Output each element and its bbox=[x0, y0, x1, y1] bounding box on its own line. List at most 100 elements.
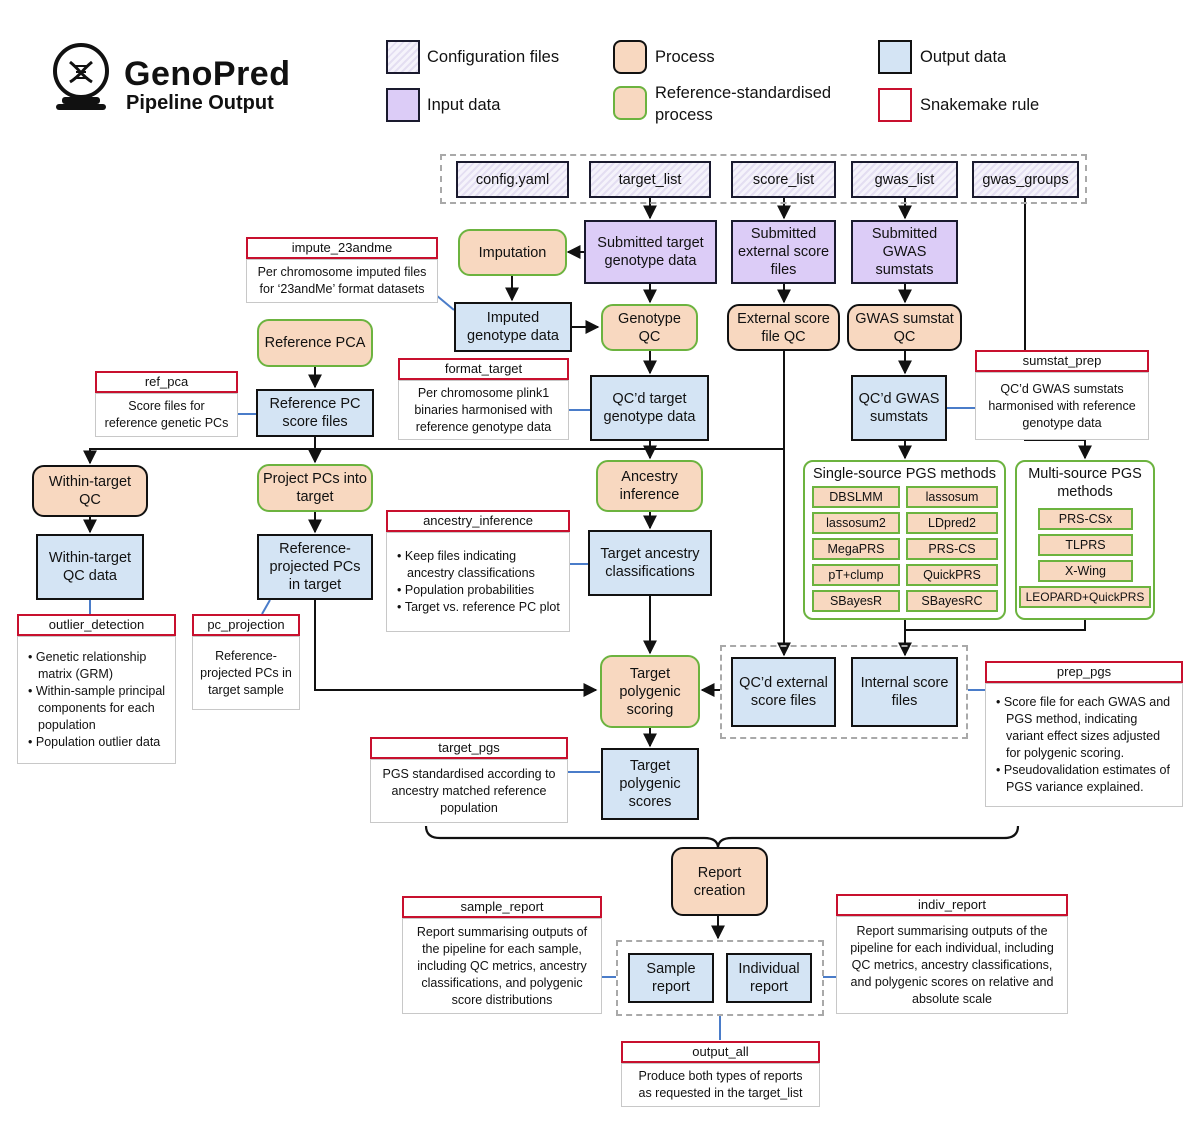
note-line: projected PCs in bbox=[200, 665, 292, 680]
note-sample-report: Report summarising outputs of the pipeli… bbox=[402, 918, 602, 1014]
within-target-qc-process[interactable]: Within-target QC bbox=[32, 465, 148, 517]
target-scoring-process[interactable]: Target polygenic scoring bbox=[600, 655, 700, 728]
gwas-groups-box[interactable]: gwas_groups bbox=[972, 161, 1079, 198]
method-lassosum[interactable]: lassosum bbox=[906, 486, 998, 508]
individual-report-box[interactable]: Individual report bbox=[726, 953, 812, 1003]
note-line: including QC metrics, ancestry bbox=[417, 958, 587, 973]
external-qc-process[interactable]: External score file QC bbox=[727, 304, 840, 351]
method-ldpred2[interactable]: LDpred2 bbox=[906, 512, 998, 534]
note-line: and polygenic scores on relative and bbox=[850, 974, 1054, 989]
rule-pc-projection[interactable]: pc_projection bbox=[192, 614, 300, 636]
score-list-box[interactable]: score_list bbox=[731, 161, 836, 198]
note-ref-pca: Score files for reference genetic PCs bbox=[95, 393, 238, 437]
bullet-item: Population probabilities bbox=[395, 582, 534, 599]
submitted-gwas-box[interactable]: Submitted GWAS sumstats bbox=[851, 220, 958, 284]
note-line: score distributions bbox=[451, 992, 553, 1007]
reference-pc-box[interactable]: Reference PC score files bbox=[256, 389, 374, 437]
note-prep-pgs: Score file for each GWAS and PGS method,… bbox=[985, 683, 1183, 807]
method-leopard-quickprs[interactable]: LEOPARD+QuickPRS bbox=[1019, 586, 1151, 608]
target-scores-box[interactable]: Target polygenic scores bbox=[601, 748, 699, 820]
note-format-target: Per chromosome plink1 binaries harmonise… bbox=[398, 380, 569, 440]
genotype-qc-process[interactable]: Genotype QC bbox=[601, 304, 698, 351]
note-line: QC metrics, ancestry classifications, bbox=[851, 957, 1053, 972]
note-line: absolute scale bbox=[912, 991, 992, 1006]
method-sbayesr[interactable]: SBayesR bbox=[812, 590, 900, 612]
submitted-external-box[interactable]: Submitted external score files bbox=[731, 220, 836, 284]
method-tlprs[interactable]: TLPRS bbox=[1038, 534, 1133, 556]
note-line: target sample bbox=[208, 682, 284, 697]
note-output-all: Produce both types of reports as request… bbox=[621, 1063, 820, 1107]
gwas-qc-process[interactable]: GWAS sumstat QC bbox=[847, 304, 962, 351]
note-line: the pipeline for each sample, bbox=[422, 941, 582, 956]
internal-score-box[interactable]: Internal score files bbox=[851, 657, 958, 727]
note-line: harmonised with reference bbox=[988, 398, 1136, 413]
note-line: Report summarising outputs of bbox=[416, 924, 588, 939]
note-line: QC’d GWAS sumstats bbox=[1000, 381, 1124, 396]
qcd-external-box[interactable]: QC’d external score files bbox=[731, 657, 836, 727]
submitted-target-box[interactable]: Submitted target genotype data bbox=[584, 220, 717, 284]
rule-ancestry-inference[interactable]: ancestry_inference bbox=[386, 510, 570, 532]
rule-indiv-report[interactable]: indiv_report bbox=[836, 894, 1068, 916]
rule-target-pgs[interactable]: target_pgs bbox=[370, 737, 568, 759]
rule-sumstat-prep[interactable]: sumstat_prep bbox=[975, 350, 1149, 372]
sample-report-box[interactable]: Sample report bbox=[628, 953, 714, 1003]
single-source-title: Single-source PGS methods bbox=[813, 466, 996, 482]
project-pcs-process[interactable]: Project PCs into target bbox=[257, 464, 373, 512]
rule-sample-report[interactable]: sample_report bbox=[402, 896, 602, 918]
note-line: PGS standardised according to bbox=[382, 766, 556, 781]
note-line: Per chromosome plink1 bbox=[417, 385, 550, 400]
legend-swatch-process bbox=[613, 40, 647, 74]
qcd-gwas-box[interactable]: QC’d GWAS sumstats bbox=[851, 375, 947, 441]
method-lassosum2[interactable]: lassosum2 bbox=[812, 512, 900, 534]
note-line: genotype data bbox=[1022, 415, 1102, 430]
legend-swatch-rule bbox=[878, 88, 912, 122]
rule-impute-23andme[interactable]: impute_23andme bbox=[246, 237, 438, 259]
ancestry-inference-process[interactable]: Ancestry inference bbox=[596, 460, 703, 512]
rule-outlier-detection[interactable]: outlier_detection bbox=[17, 614, 176, 636]
bullet-item: Within-sample principal components for e… bbox=[26, 683, 171, 734]
legend-swatch-output bbox=[878, 40, 912, 74]
target-list-box[interactable]: target_list bbox=[589, 161, 711, 198]
reference-projected-box[interactable]: Reference-projected PCs in target bbox=[257, 534, 373, 600]
legend-label-output: Output data bbox=[920, 48, 1007, 66]
method-prs-csx[interactable]: PRS-CSx bbox=[1038, 508, 1133, 530]
method-sbayesrc[interactable]: SBayesRC bbox=[906, 590, 998, 612]
bullet-item: Pseudovalidation estimates of PGS varian… bbox=[994, 762, 1178, 796]
rule-format-target[interactable]: format_target bbox=[398, 358, 569, 380]
within-target-qc-data-box[interactable]: Within-target QC data bbox=[36, 534, 144, 600]
bullet-item: Population outlier data bbox=[26, 734, 160, 751]
rule-output-all[interactable]: output_all bbox=[621, 1041, 820, 1063]
method-x-wing[interactable]: X-Wing bbox=[1038, 560, 1133, 582]
rule-prep-pgs[interactable]: prep_pgs bbox=[985, 661, 1183, 683]
imputation-process[interactable]: Imputation bbox=[458, 229, 567, 276]
bullet-item: Target vs. reference PC plot bbox=[395, 599, 560, 616]
qcd-target-box[interactable]: QC’d target genotype data bbox=[590, 375, 709, 441]
note-line: reference genotype data bbox=[415, 419, 552, 434]
method-megaprs[interactable]: MegaPRS bbox=[812, 538, 900, 560]
note-outlier-detection: Genetic relationship matrix (GRM) Within… bbox=[17, 636, 176, 764]
reports-group bbox=[616, 940, 824, 1016]
method-dbslmm[interactable]: DBSLMM bbox=[812, 486, 900, 508]
config-files-group bbox=[440, 154, 1087, 204]
report-creation-process[interactable]: Report creation bbox=[671, 847, 768, 916]
imputed-genotype-box[interactable]: Imputed genotype data bbox=[454, 302, 572, 352]
note-line: binaries harmonised with bbox=[414, 402, 553, 417]
gwas-list-box[interactable]: gwas_list bbox=[851, 161, 958, 198]
config-yaml-box[interactable]: config.yaml bbox=[456, 161, 569, 198]
method-quickprs[interactable]: QuickPRS bbox=[906, 564, 998, 586]
rule-ref-pca[interactable]: ref_pca bbox=[95, 371, 238, 393]
method-pt-clump[interactable]: pT+clump bbox=[812, 564, 900, 586]
note-line: as requested in the target_list bbox=[638, 1086, 803, 1100]
legend-label-rprocess: Reference-standardised process bbox=[655, 84, 832, 124]
note-line: Report summarising outputs of the bbox=[856, 923, 1048, 938]
note-line: Produce both types of reports bbox=[638, 1069, 803, 1083]
ancestry-classifications-box[interactable]: Target ancestry classifications bbox=[588, 530, 712, 596]
bullet-item: Genetic relationship matrix (GRM) bbox=[26, 649, 171, 683]
note-line: reference genetic PCs bbox=[104, 416, 229, 430]
method-prs-cs[interactable]: PRS-CS bbox=[906, 538, 998, 560]
note-line: Score files for bbox=[128, 399, 205, 413]
note-line: for ‘23andMe’ format datasets bbox=[259, 282, 425, 296]
reference-pca-process[interactable]: Reference PCA bbox=[257, 319, 373, 367]
